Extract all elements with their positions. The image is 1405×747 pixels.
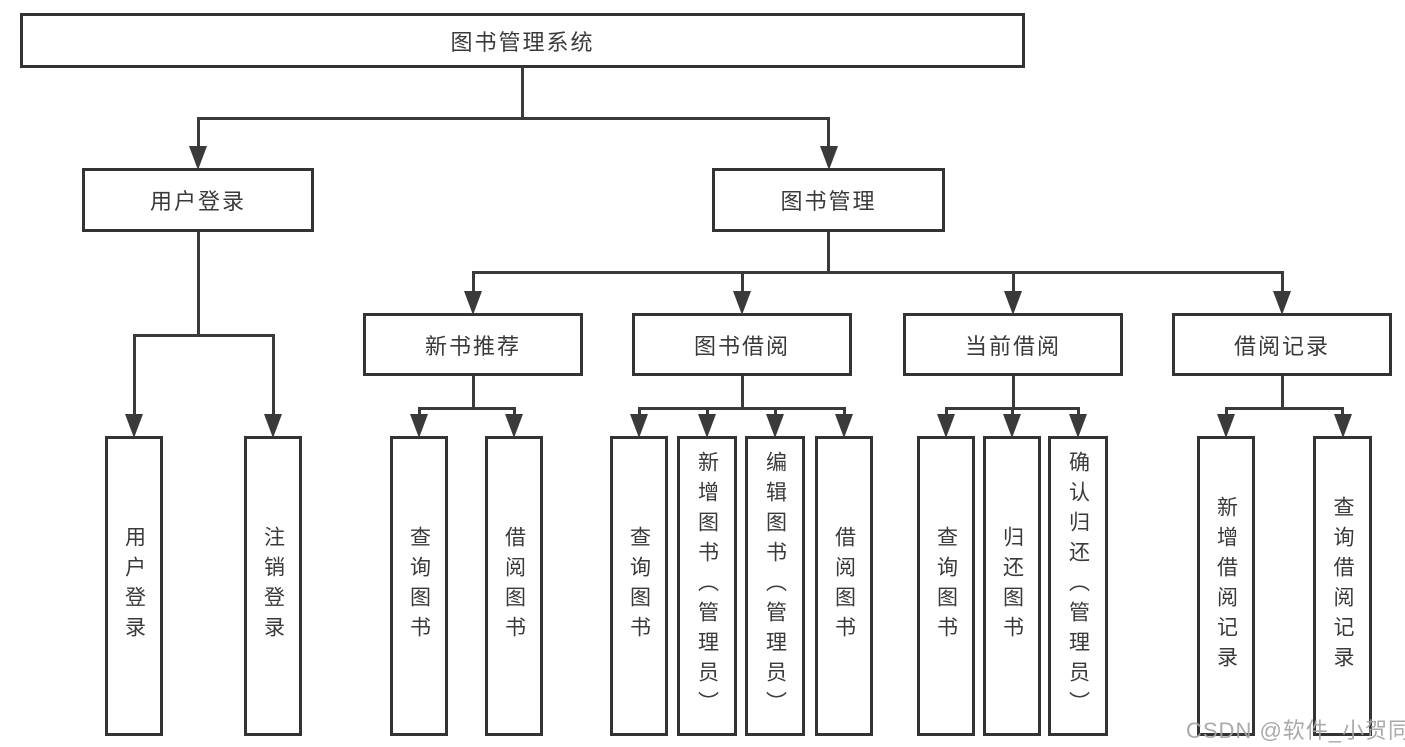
node-bor-edit-books: 编辑图书（管理员） [745, 436, 805, 736]
node-label: 借阅图书 [502, 526, 526, 646]
connector-line [471, 376, 475, 410]
connector-line [1280, 376, 1284, 410]
connector-line [471, 271, 475, 295]
arrow-down-icon [630, 414, 648, 438]
connector-line [196, 117, 830, 120]
arrow-down-icon [766, 414, 784, 438]
connector-line [1341, 407, 1344, 418]
arrow-down-icon [1004, 291, 1022, 315]
node-root: 图书管理系统 [20, 13, 1025, 68]
connector-line [471, 271, 1284, 274]
node-bor-borrow-books: 借阅图书 [815, 436, 873, 736]
watermark: CSDN @软件_小贺同学 [1186, 718, 1405, 743]
connector-line [637, 407, 846, 410]
connector-line [1224, 407, 1228, 418]
arrow-down-icon [1217, 414, 1235, 438]
node-user-login: 用户登录 [82, 168, 314, 232]
connector-line [827, 117, 830, 150]
node-label: 图书管理系统 [450, 29, 595, 55]
connector-line [196, 117, 200, 150]
connector-line [132, 334, 275, 337]
node-book-mgmt: 图书管理 [712, 168, 945, 232]
connector-line [705, 407, 709, 418]
node-bor-query-books: 查询图书 [610, 436, 668, 736]
node-label: 当前借阅 [964, 333, 1061, 359]
arrow-down-icon [835, 414, 853, 438]
connector-line [1280, 271, 1284, 295]
node-rec-borrow-books: 借阅图书 [485, 436, 543, 736]
node-label: 查询借阅记录 [1331, 496, 1354, 676]
arrow-down-icon [189, 146, 207, 170]
arrow-down-icon [264, 414, 282, 438]
node-label: 查询图书 [407, 526, 431, 646]
node-borrow-record: 借阅记录 [1172, 313, 1392, 376]
arrow-down-icon [698, 414, 716, 438]
node-label: 借阅图书 [832, 526, 856, 646]
arrow-down-icon [125, 414, 143, 438]
node-login-leaf: 用户登录 [105, 436, 163, 736]
connector-line [740, 271, 744, 295]
connector-line [417, 407, 516, 410]
connector-line [740, 376, 744, 410]
connector-line [1010, 407, 1014, 418]
node-label: 借阅记录 [1233, 333, 1330, 359]
connector-line [417, 407, 421, 418]
arrow-down-icon [819, 146, 838, 170]
connector-line [271, 334, 275, 418]
node-book-borrow: 图书借阅 [632, 313, 852, 376]
connector-line [196, 232, 200, 337]
node-label: 新增借阅记录 [1214, 496, 1238, 676]
connector-line [827, 232, 830, 274]
connector-line [637, 407, 641, 418]
arrow-down-icon [1273, 291, 1291, 315]
connector-line [944, 407, 948, 418]
node-label: 查询图书 [934, 526, 958, 646]
node-logout-leaf: 注销登录 [244, 436, 302, 736]
node-rcd-add-record: 新增借阅记录 [1197, 436, 1255, 736]
node-label: 用户登录 [149, 189, 246, 214]
connector-line [1224, 407, 1344, 410]
arrow-down-icon [464, 291, 482, 315]
node-new-book-rec: 新书推荐 [363, 313, 583, 376]
node-cur-confirm-return: 确认归还（管理员） [1048, 436, 1108, 736]
connector-line [842, 407, 846, 418]
node-label: 新书推荐 [424, 333, 521, 359]
node-bor-add-books: 新增图书（管理员） [677, 436, 737, 736]
node-label: 注销登录 [261, 526, 285, 646]
node-label: 查询图书 [627, 526, 651, 646]
arrow-down-icon [505, 414, 523, 438]
node-rcd-query-record: 查询借阅记录 [1313, 436, 1372, 736]
arrow-down-icon [937, 414, 955, 438]
arrow-down-icon [733, 291, 751, 315]
node-current-borrow: 当前借阅 [903, 313, 1123, 376]
node-cur-query-books: 查询图书 [917, 436, 975, 736]
arrow-down-icon [1069, 414, 1087, 438]
node-label: 编辑图书（管理员） [763, 451, 787, 721]
node-rec-query-books: 查询图书 [390, 436, 448, 736]
connector-line [512, 407, 516, 418]
connector-line [1011, 271, 1015, 295]
node-cur-return-books: 归还图书 [983, 436, 1041, 736]
arrow-down-icon [410, 414, 428, 438]
connector-line [1011, 376, 1015, 410]
node-label: 新增图书（管理员） [695, 451, 719, 721]
arrow-down-icon [1333, 414, 1352, 438]
arrow-down-icon [1003, 414, 1021, 438]
node-label: 确认归还（管理员） [1066, 451, 1090, 721]
node-label: 归还图书 [1000, 526, 1024, 646]
connector-line [132, 334, 136, 418]
node-label: 图书借阅 [693, 333, 790, 359]
node-label: 图书管理 [780, 189, 877, 214]
connector-line [1076, 407, 1080, 418]
connector-line [521, 68, 524, 120]
node-label: 用户登录 [122, 526, 146, 646]
connector-line [773, 407, 777, 418]
